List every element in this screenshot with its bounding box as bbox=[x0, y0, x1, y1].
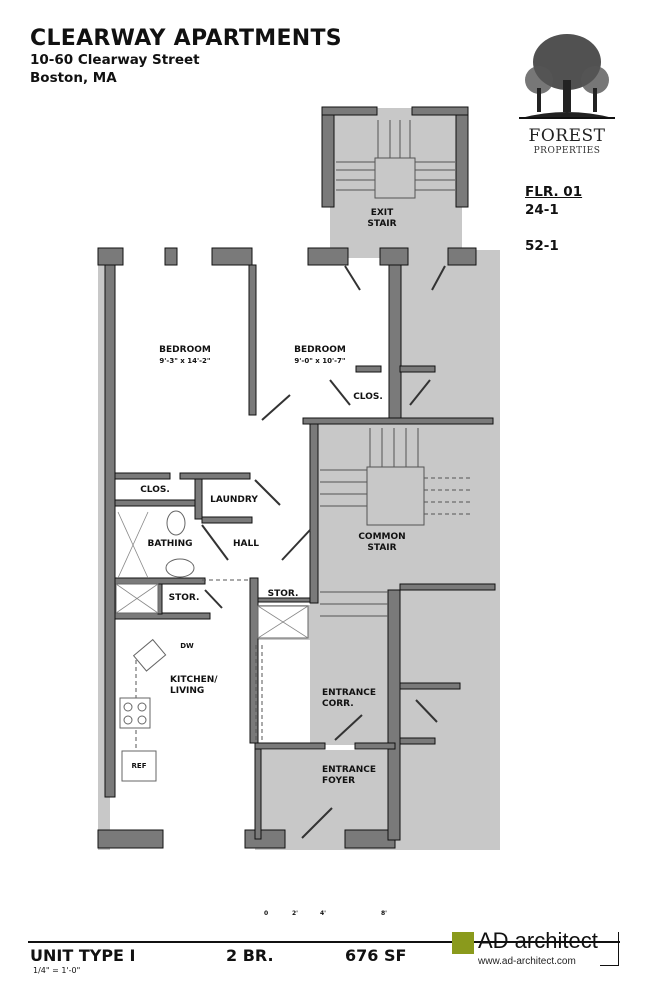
closet2-label: CLOS. bbox=[353, 392, 383, 402]
scale-tick: 0 bbox=[264, 910, 269, 917]
address-city: Boston, MA bbox=[30, 70, 117, 86]
architect-logo-square-icon bbox=[452, 932, 474, 954]
floor-label: FLR. 01 bbox=[525, 184, 583, 200]
tree-icon bbox=[519, 34, 615, 119]
bedroom1-label: BEDROOM 9'-3" x 14'-2" bbox=[159, 345, 211, 365]
laundry-label: LAUNDRY bbox=[210, 495, 258, 505]
architect-url[interactable]: www.ad-architect.com bbox=[478, 956, 576, 967]
drawing-scale: 1/4" = 1'-0" bbox=[33, 966, 81, 975]
refrigerator-label: REF bbox=[131, 762, 147, 770]
unit-number: 52-1 bbox=[525, 238, 559, 254]
scale-tick: 2' bbox=[292, 910, 299, 917]
forest-properties-logo: FOREST PROPERTIES bbox=[512, 30, 622, 156]
building-title: CLEARWAY APARTMENTS bbox=[30, 26, 342, 51]
logo-name: FOREST bbox=[528, 126, 606, 146]
bathing-label: BATHING bbox=[147, 539, 193, 549]
storage1-label: STOR. bbox=[168, 593, 200, 603]
logo-tagline: PROPERTIES bbox=[533, 146, 601, 156]
architect-bracket bbox=[600, 965, 619, 966]
bedroom-count: 2 BR. bbox=[226, 946, 274, 965]
architect-bracket bbox=[618, 932, 619, 966]
entrance-foyer-label: ENTRANCE FOYER bbox=[322, 765, 376, 786]
common-stair-label: COMMON STAIR bbox=[358, 532, 406, 553]
address-street: 10-60 Clearway Street bbox=[30, 52, 200, 68]
footer-divider bbox=[28, 941, 620, 943]
exit-stair-label: EXIT STAIR bbox=[367, 208, 397, 229]
hall-label: HALL bbox=[233, 539, 259, 549]
kitchen-living-label: KITCHEN/ LIVING bbox=[170, 675, 218, 696]
scale-tick: 8' bbox=[381, 910, 388, 917]
storage2-label: STOR. bbox=[267, 589, 299, 599]
unit-number: 24-1 bbox=[525, 202, 559, 218]
unit-type: UNIT TYPE I bbox=[30, 946, 136, 965]
scale-tick: 4' bbox=[320, 910, 327, 917]
entrance-corr-label: ENTRANCE CORR. bbox=[322, 688, 376, 709]
unit-area: 676 SF bbox=[345, 946, 407, 965]
dishwasher-label: DW bbox=[180, 642, 194, 650]
architect-name: AD architect bbox=[478, 928, 598, 953]
floor-plan bbox=[97, 106, 500, 850]
bedroom2-label: BEDROOM 9'-0" x 10'-7" bbox=[294, 345, 346, 365]
closet1-label: CLOS. bbox=[140, 485, 170, 495]
